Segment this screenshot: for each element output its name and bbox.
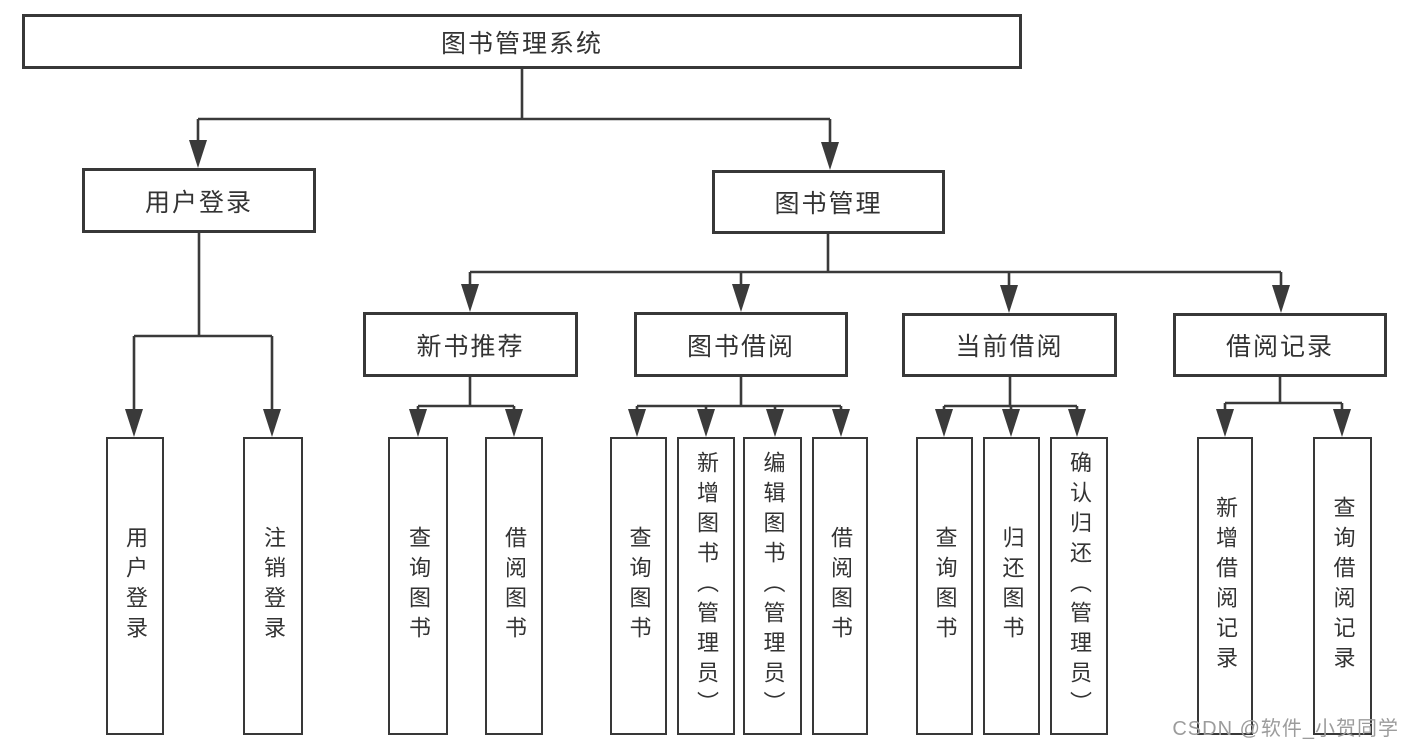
- leaf-query-books: 查询图书: [916, 437, 973, 735]
- leaf-add-borrow-record: 新增借阅记录: [1197, 437, 1253, 735]
- leaf-edit-books-admin: 编辑图书（管理员）: [743, 437, 802, 735]
- node-library-management-system: 图书管理系统: [22, 14, 1022, 69]
- node-new-book-recommendation: 新书推荐: [363, 312, 578, 377]
- leaf-label: 编辑图书（管理员）: [760, 451, 786, 721]
- node-borrowing-records: 借阅记录: [1173, 313, 1387, 377]
- leaf-label: 借阅图书: [828, 526, 853, 646]
- arrow-head-icon: [189, 140, 207, 168]
- node-book-management: 图书管理: [712, 170, 945, 234]
- arrow-head-icon: [832, 409, 850, 437]
- leaf-borrow-books: 借阅图书: [812, 437, 868, 735]
- leaf-logout: 注销登录: [243, 437, 303, 735]
- arrow-head-icon: [1333, 409, 1351, 437]
- leaf-return-books: 归还图书: [983, 437, 1040, 735]
- leaf-query-books: 查询图书: [610, 437, 667, 735]
- connector-book-mgmt-group: [470, 234, 1281, 274]
- leaf-label: 新增借阅记录: [1213, 496, 1238, 676]
- leaf-label: 查询图书: [932, 526, 958, 646]
- arrow-head-icon: [935, 409, 953, 437]
- arrow-head-icon: [1068, 409, 1086, 437]
- arrow-head-icon: [1272, 285, 1290, 313]
- arrow-head-icon: [628, 409, 646, 437]
- leaf-query-borrow-record: 查询借阅记录: [1313, 437, 1372, 735]
- arrow-head-icon: [1216, 409, 1234, 437]
- leaf-query-books: 查询图书: [388, 437, 448, 735]
- connector-cur-borrow-group: [944, 377, 1077, 408]
- arrow-head-icon: [461, 284, 479, 312]
- node-current-borrowing: 当前借阅: [902, 313, 1117, 377]
- connector-new-book-group: [418, 377, 514, 408]
- arrow-head-icon: [409, 409, 427, 437]
- leaf-user-login: 用户登录: [106, 437, 164, 735]
- leaf-label: 用户登录: [123, 526, 148, 646]
- connector-book-borrow-group: [637, 377, 841, 408]
- arrow-head-icon: [732, 284, 750, 312]
- arrow-head-icon: [697, 409, 715, 437]
- csdn-watermark: CSDN @软件_小贺同学: [1172, 718, 1399, 740]
- arrow-head-icon: [1002, 409, 1020, 437]
- arrow-head-icon: [1000, 285, 1018, 313]
- leaf-label: 查询图书: [626, 526, 652, 646]
- arrow-head-icon: [263, 409, 281, 437]
- leaf-label: 注销登录: [261, 526, 286, 646]
- arrow-head-icon: [125, 409, 143, 437]
- leaf-confirm-return-admin: 确认归还（管理员）: [1050, 437, 1108, 735]
- node-book-borrowing: 图书借阅: [634, 312, 848, 377]
- leaf-label: 借阅图书: [502, 526, 527, 646]
- node-user-login: 用户登录: [82, 168, 316, 233]
- connector-user-login-group: [134, 233, 272, 338]
- leaf-label: 新增图书（管理员）: [694, 451, 719, 721]
- connector-root-to-level1: [198, 69, 830, 121]
- arrow-head-icon: [821, 142, 839, 170]
- leaf-add-books-admin: 新增图书（管理员）: [677, 437, 735, 735]
- leaf-borrow-books: 借阅图书: [485, 437, 543, 735]
- leaf-label: 查询图书: [406, 526, 431, 646]
- arrow-head-icon: [766, 409, 784, 437]
- arrow-head-icon: [505, 409, 523, 437]
- leaf-label: 查询借阅记录: [1330, 496, 1356, 676]
- leaf-label: 归还图书: [999, 526, 1025, 646]
- connector-borrow-rec-group: [1225, 377, 1342, 405]
- leaf-label: 确认归还（管理员）: [1067, 451, 1092, 721]
